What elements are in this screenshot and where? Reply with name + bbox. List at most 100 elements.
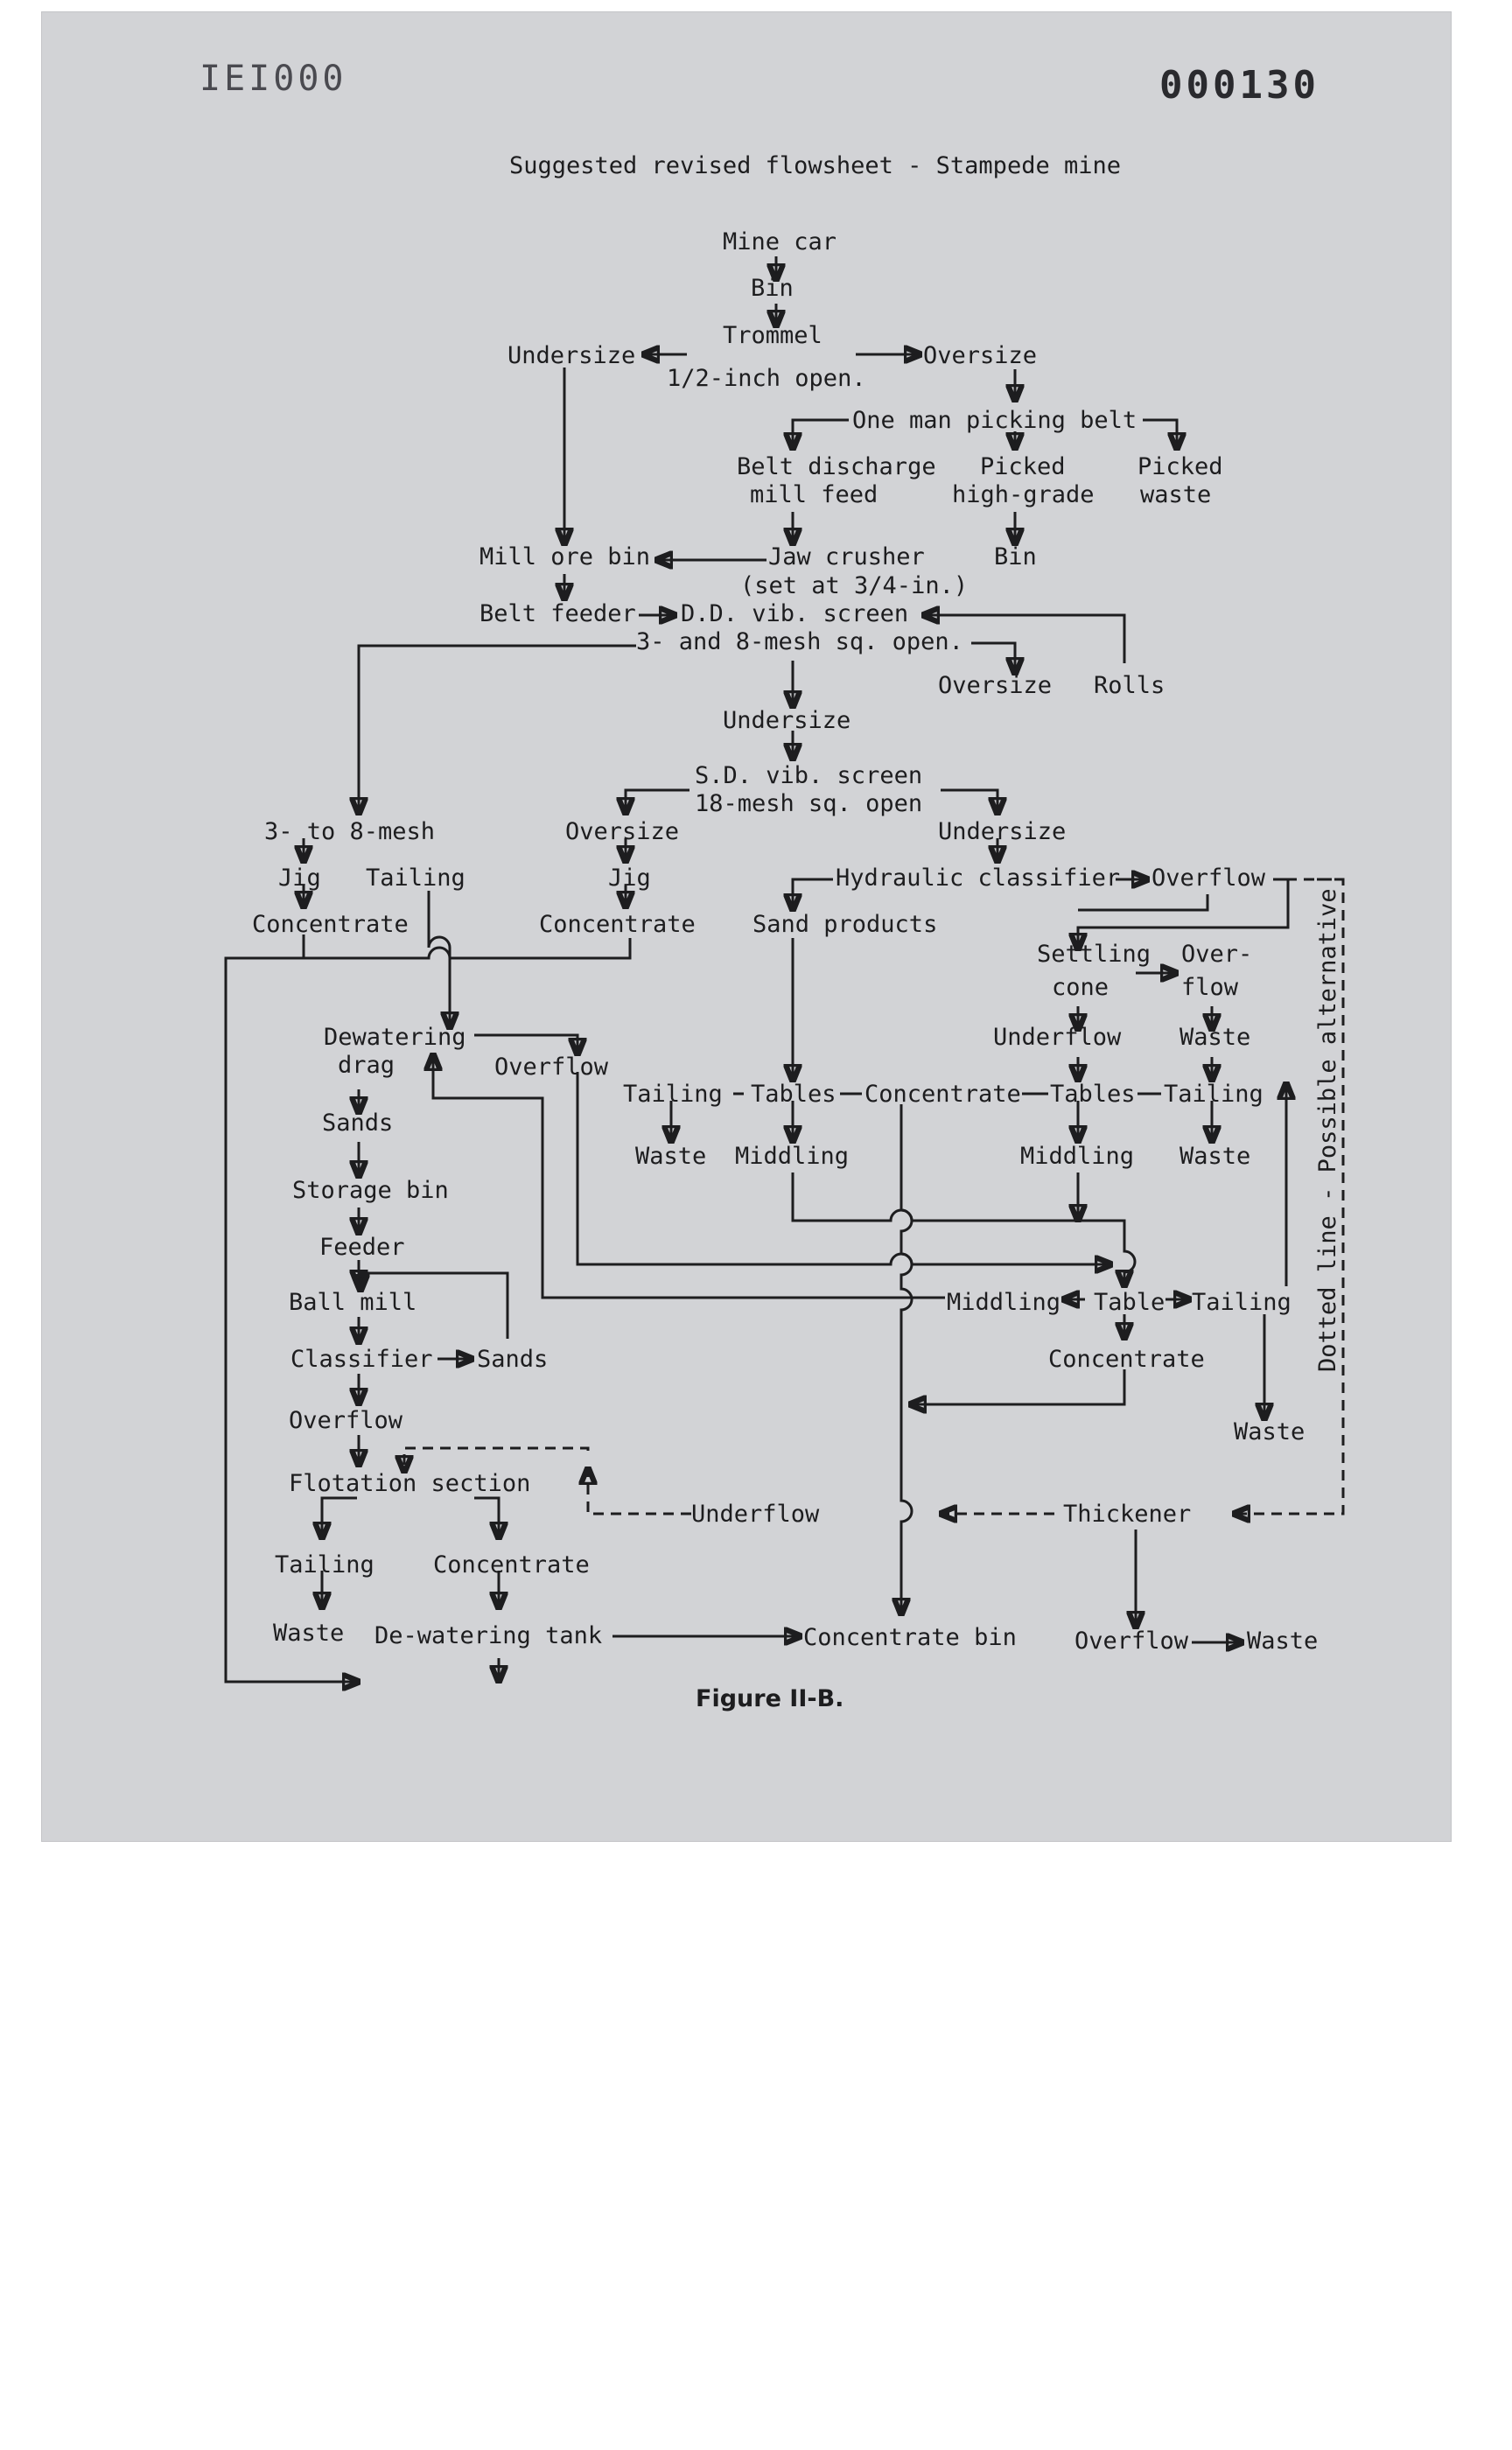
node-picked-hg: Picked <box>980 453 1066 480</box>
edge-sands-ballmill <box>360 1271 509 1339</box>
node-3-to-8-mesh: 3- to 8-mesh <box>264 818 436 845</box>
node-bin-2: Bin <box>994 543 1037 570</box>
node-dewatering: Dewatering <box>324 1024 466 1051</box>
node-concentrate-fl: Concentrate <box>433 1551 590 1578</box>
node-jaw-setting: (set at 3/4-in.) <box>740 572 969 599</box>
node-underflow-th: Underflow <box>691 1501 820 1528</box>
edge-underflow-flot <box>588 1468 691 1516</box>
node-flotation-section: Flotation section <box>289 1470 531 1497</box>
node-table: Table <box>1094 1289 1166 1316</box>
node-drag: drag <box>338 1052 396 1079</box>
edge-dotted-alternative <box>1234 878 1345 1514</box>
node-undersize-3: Undersize <box>938 818 1067 845</box>
node-jig-1: Jig <box>278 864 321 892</box>
node-overflow-drag: Overflow <box>494 1054 609 1081</box>
edge-ovf-cone <box>1078 878 1290 949</box>
node-mill-feed: mill feed <box>750 481 878 508</box>
dotted-line-note: Dotted line - Possible alternative <box>1314 888 1341 1372</box>
stamp-left: IEI000 <box>200 59 347 99</box>
edge-flot-return <box>404 1446 590 1472</box>
node-dd-open: 3- and 8-mesh sq. open. <box>636 628 963 655</box>
edge-rolls-dd <box>923 615 1126 663</box>
edge-sd-undersize <box>941 788 998 814</box>
node-tailing-t2: Tailing <box>1164 1081 1264 1108</box>
page-title: Suggested revised flowsheet - Stampede m… <box>509 152 1121 179</box>
node-concentrate-jig1: Concentrate <box>252 911 409 938</box>
edge-drag-overflow <box>474 1033 578 1054</box>
node-settling: Settling <box>1037 941 1152 968</box>
node-concentrate-bin: Concentrate bin <box>803 1624 1017 1651</box>
node-feeder: Feeder <box>319 1234 405 1261</box>
node-waste-t1: Waste <box>635 1143 707 1170</box>
node-bin: Bin <box>751 275 794 302</box>
node-waste-fl: Waste <box>273 1620 345 1647</box>
node-concentrate-table: Concentrate <box>1048 1346 1205 1373</box>
node-mill-ore-bin: Mill ore bin <box>480 543 651 570</box>
edge-flot-right <box>474 1496 499 1538</box>
node-thickener: Thickener <box>1063 1501 1192 1528</box>
node-picking-belt: One man picking belt <box>852 407 1138 434</box>
node-belt-discharge: Belt discharge <box>737 453 936 480</box>
node-dd-screen: D.D. vib. screen <box>681 600 909 627</box>
node-trommel-open: 1/2-inch open. <box>667 365 866 392</box>
node-middling-table: Middling <box>947 1289 1061 1316</box>
node-waste-t2: Waste <box>1180 1143 1251 1170</box>
edge-tailing-dewater <box>427 891 450 1028</box>
node-tables-1: Tables <box>751 1081 836 1108</box>
node-ball-mill: Ball mill <box>289 1289 417 1316</box>
node-concentrate-jig2: Concentrate <box>539 911 696 938</box>
node-over: Over- <box>1181 941 1253 968</box>
edge-ovf-cone-b <box>1078 894 1209 912</box>
node-middling-t2: Middling <box>1020 1143 1135 1170</box>
node-belt-feeder: Belt feeder <box>480 600 636 627</box>
node-cone: cone <box>1052 974 1110 1001</box>
node-hydraulic-classifier: Hydraulic classifier <box>836 864 1121 892</box>
edge-conc-vertical <box>901 1104 914 1614</box>
node-overflow-cl: Overflow <box>289 1407 403 1434</box>
node-waste-sc: Waste <box>1180 1024 1251 1051</box>
edge-hc-sand <box>793 878 833 910</box>
edge-belt-left <box>793 418 849 449</box>
node-sand-products: Sand products <box>752 911 938 938</box>
node-tailing-table: Tailing <box>1192 1289 1292 1316</box>
node-sands-2: Sands <box>477 1346 549 1373</box>
node-overflow-hc: Overflow <box>1152 864 1266 892</box>
node-trommel: Trommel <box>723 322 822 349</box>
node-underflow-sc: Underflow <box>993 1024 1122 1051</box>
node-sd-open: 18-mesh sq. open <box>695 790 923 817</box>
edge-dd-oversize <box>971 641 1015 674</box>
node-tailing-t1: Tailing <box>623 1081 723 1108</box>
node-oversize-3: Oversize <box>565 818 680 845</box>
node-undersize: Undersize <box>508 342 636 369</box>
node-waste-th: Waste <box>1247 1628 1319 1655</box>
node-waste-picked: waste <box>1140 481 1212 508</box>
edge-conc-to-vertical <box>910 1369 1126 1404</box>
edge-midd1-bus <box>791 1172 1137 1286</box>
node-undersize-2: Undersize <box>723 707 851 734</box>
node-sd-screen: S.D. vib. screen <box>695 762 923 789</box>
node-tailing-jig: Tailing <box>366 864 466 892</box>
node-high-grade: high-grade <box>952 481 1095 508</box>
node-tables-2: Tables <box>1050 1081 1136 1108</box>
node-dewatering-tank: De-watering tank <box>374 1622 603 1649</box>
edge-dd-3to8 <box>359 644 636 814</box>
node-rolls: Rolls <box>1094 672 1166 699</box>
edge-flot-left <box>322 1496 357 1538</box>
figure-caption: Figure II-B. <box>696 1685 844 1712</box>
node-flow: flow <box>1181 974 1239 1001</box>
node-jaw-crusher: Jaw crusher <box>768 543 925 570</box>
stamp-right: 000130 <box>1159 63 1320 108</box>
node-overflow-th: Overflow <box>1074 1628 1189 1655</box>
node-middling-t1: Middling <box>735 1143 850 1170</box>
node-sands-1: Sands <box>322 1110 394 1137</box>
node-oversize-2: Oversize <box>938 672 1053 699</box>
edge-sd-oversize <box>626 788 690 814</box>
node-jig-2: Jig <box>608 864 651 892</box>
node-mine-car: Mine car <box>723 228 837 256</box>
node-tailing-fl: Tailing <box>275 1551 374 1578</box>
node-waste-table: Waste <box>1234 1418 1306 1446</box>
edge-middling-drag <box>433 1054 945 1299</box>
node-classifier: Classifier <box>290 1346 433 1373</box>
node-oversize: Oversize <box>923 342 1038 369</box>
